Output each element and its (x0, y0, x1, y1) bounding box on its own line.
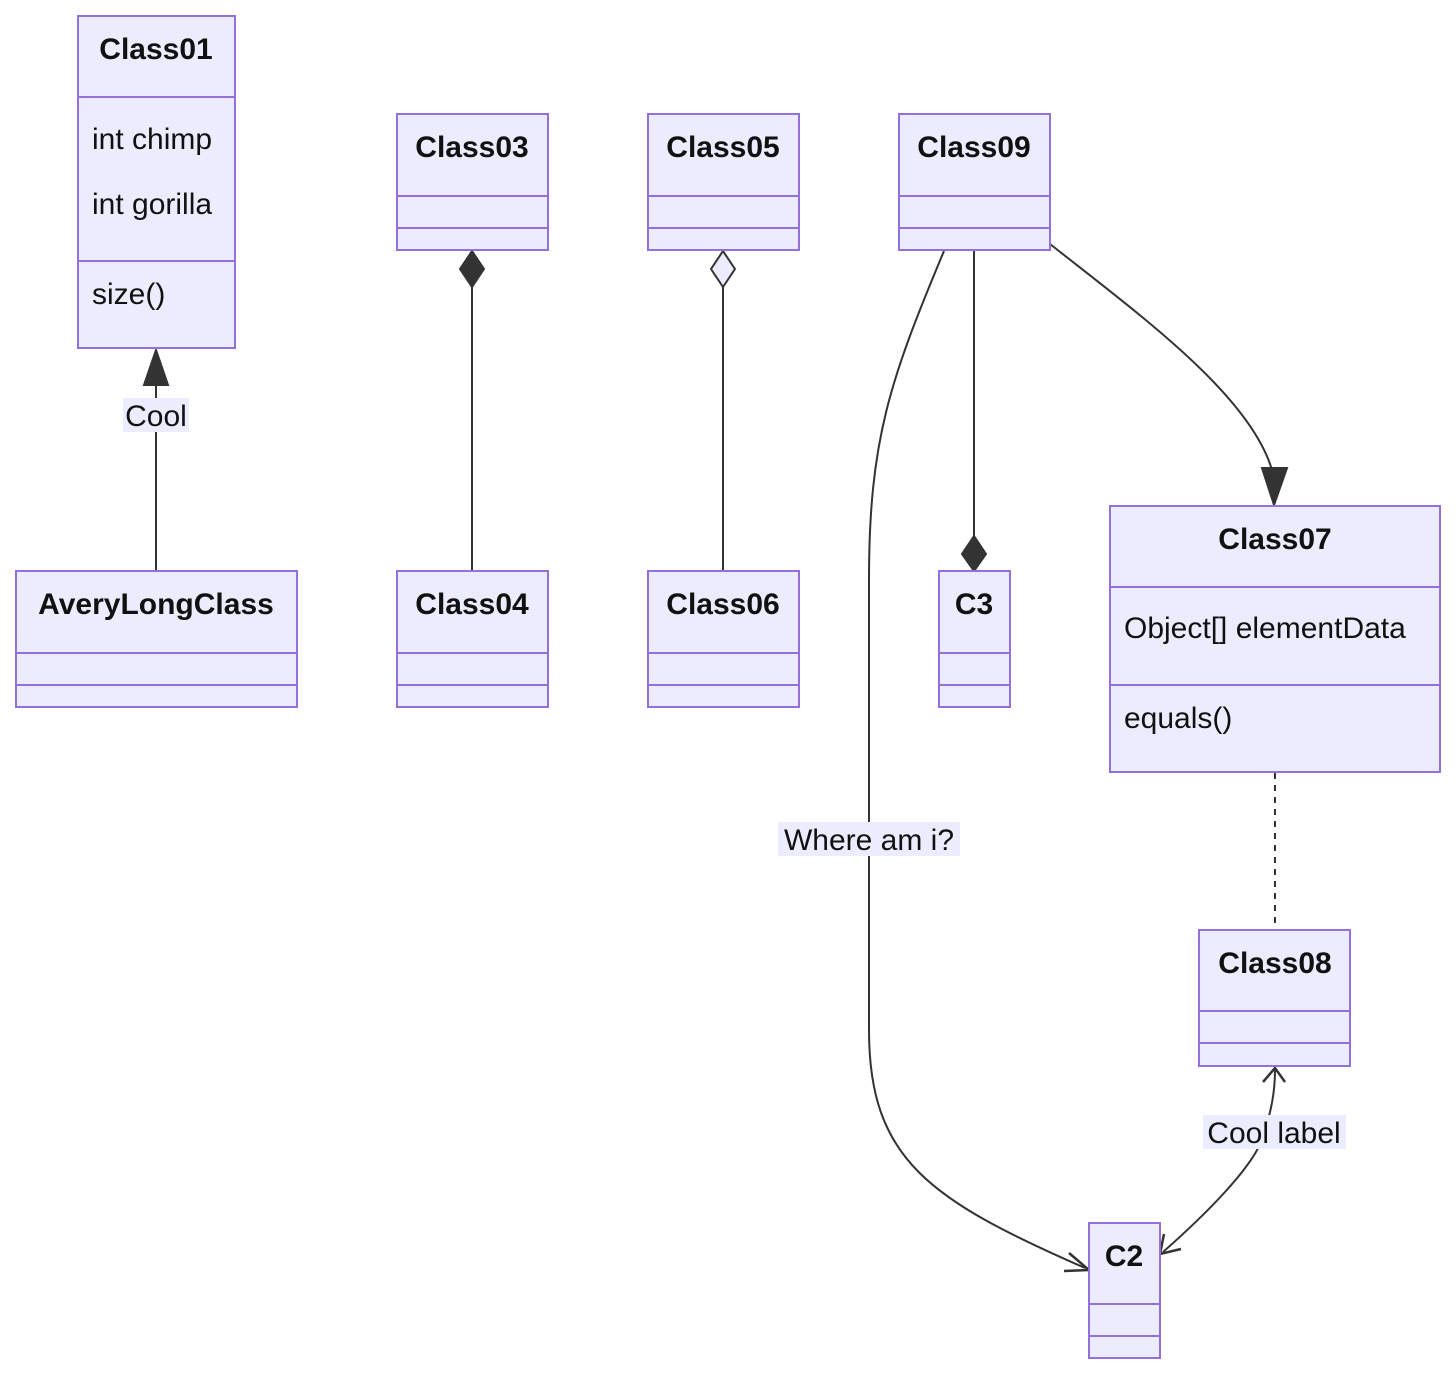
class-name: Class04 (415, 588, 529, 621)
class-name: Class05 (666, 131, 779, 164)
edge-label-where-am-i-text: Where am i? (784, 824, 954, 857)
open-arrowhead (1262, 1065, 1287, 1083)
class-method: size() (92, 278, 165, 311)
class-box-c2[interactable]: C2 (1088, 1222, 1161, 1359)
class-box-class03[interactable]: Class03 (396, 113, 549, 251)
edge-averylongclass-class01 (142, 346, 170, 570)
edge-label-cool-label-text: Cool label (1207, 1117, 1340, 1150)
class-attribute: int gorilla (92, 188, 212, 221)
class-name: AveryLongClass (38, 588, 274, 621)
class-box-class01[interactable]: Class01 int chimp int gorilla size() (77, 15, 236, 349)
edge-label-where-am-i: Where am i? (778, 822, 960, 857)
edge-label-cool-text: Cool (125, 400, 187, 433)
class-name: Class07 (1218, 523, 1331, 556)
class-box-class05[interactable]: Class05 (647, 113, 800, 251)
composition-diamond (960, 534, 988, 573)
edge-class08-c2 (1158, 1065, 1287, 1256)
class-name: Class01 (99, 33, 212, 66)
edge-class09-c3 (960, 250, 988, 573)
class-box-class08[interactable]: Class08 (1198, 929, 1351, 1067)
class-box-class06[interactable]: Class06 (647, 570, 800, 708)
class-name: Class03 (415, 131, 528, 164)
inheritance-arrowhead (1260, 467, 1289, 509)
class-box-c3[interactable]: C3 (938, 570, 1011, 708)
composition-diamond (458, 249, 486, 289)
class-name: Class09 (917, 131, 1030, 164)
class-name: Class06 (666, 588, 779, 621)
class-box-class09[interactable]: Class09 (898, 113, 1051, 251)
class-attribute: Object[] elementData (1124, 612, 1406, 645)
inheritance-arrowhead (142, 346, 170, 386)
edge-class03-class04 (458, 249, 486, 570)
class-method: equals() (1124, 702, 1232, 735)
edge-label-cool: Cool (123, 398, 189, 433)
aggregation-diamond (709, 249, 737, 289)
open-arrowhead (1063, 1252, 1093, 1273)
edge-class09-c2 (868, 250, 1093, 1273)
class-name: Class08 (1218, 947, 1331, 980)
edge-label-cool-label: Cool label (1203, 1115, 1346, 1150)
class-box-class07[interactable]: Class07 Object[] elementData equals() (1109, 505, 1441, 773)
class-attribute: int chimp (92, 123, 212, 156)
class-name: C2 (1105, 1240, 1143, 1273)
edge-class09-class07 (1049, 243, 1289, 509)
class-box-class04[interactable]: Class04 (396, 570, 549, 708)
class-name: C3 (955, 588, 993, 621)
edge-class05-class06 (709, 249, 737, 570)
class-box-averylongclass[interactable]: AveryLongClass (15, 570, 298, 708)
